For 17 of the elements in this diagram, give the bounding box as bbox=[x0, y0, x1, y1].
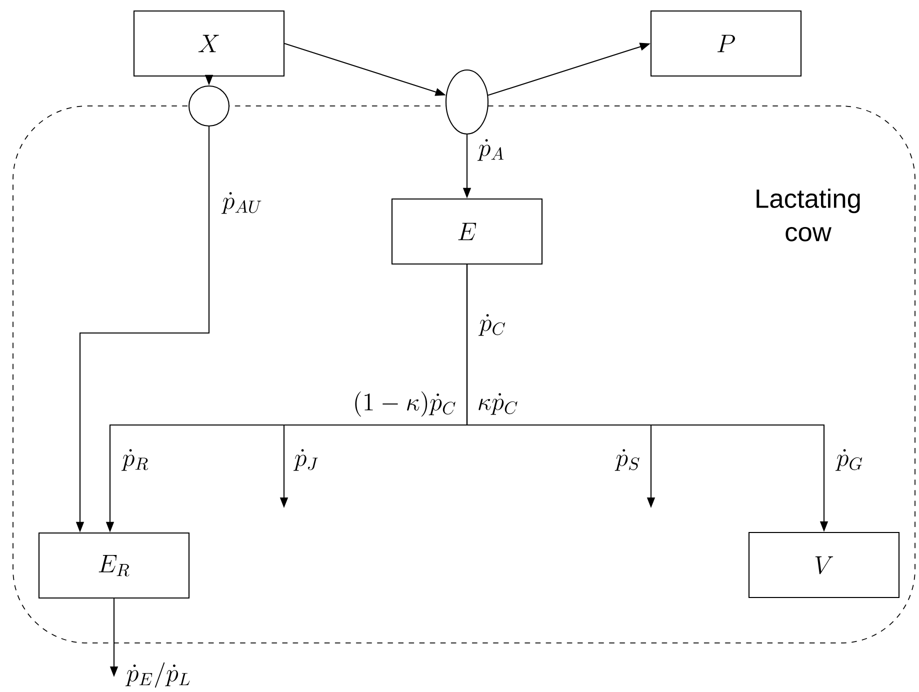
edge-label: $\dot{p}_S$ bbox=[614, 449, 640, 471]
process-box: $E_R$ bbox=[38, 532, 190, 599]
edge-label: $\dot{p}_A$ bbox=[478, 139, 504, 161]
ellipse bbox=[445, 69, 489, 135]
edge-label: $\dot{p}_R$ bbox=[122, 449, 148, 471]
flow-label: $\dot{p}_C$ bbox=[478, 314, 506, 336]
process-box: $E$ bbox=[391, 198, 543, 265]
edge-label: $\dot{p}_G$ bbox=[836, 449, 862, 471]
flow-label: $(1-\kappa)\dot{p}_C$ bbox=[355, 391, 456, 417]
small-circle bbox=[188, 85, 230, 127]
edge-label: $\dot{p}_E/\dot{p}_L$ bbox=[126, 662, 190, 688]
process-box: $V$ bbox=[748, 532, 900, 598]
process-box: $P$ bbox=[650, 10, 802, 77]
process-box: $X$ bbox=[133, 10, 285, 77]
flow-label: $\kappa\dot{p}_C$ bbox=[478, 393, 518, 415]
edge-label: $\dot{p}_J$ bbox=[294, 449, 318, 471]
edge-label: $\dot{p}_{AU}$ bbox=[222, 192, 262, 214]
